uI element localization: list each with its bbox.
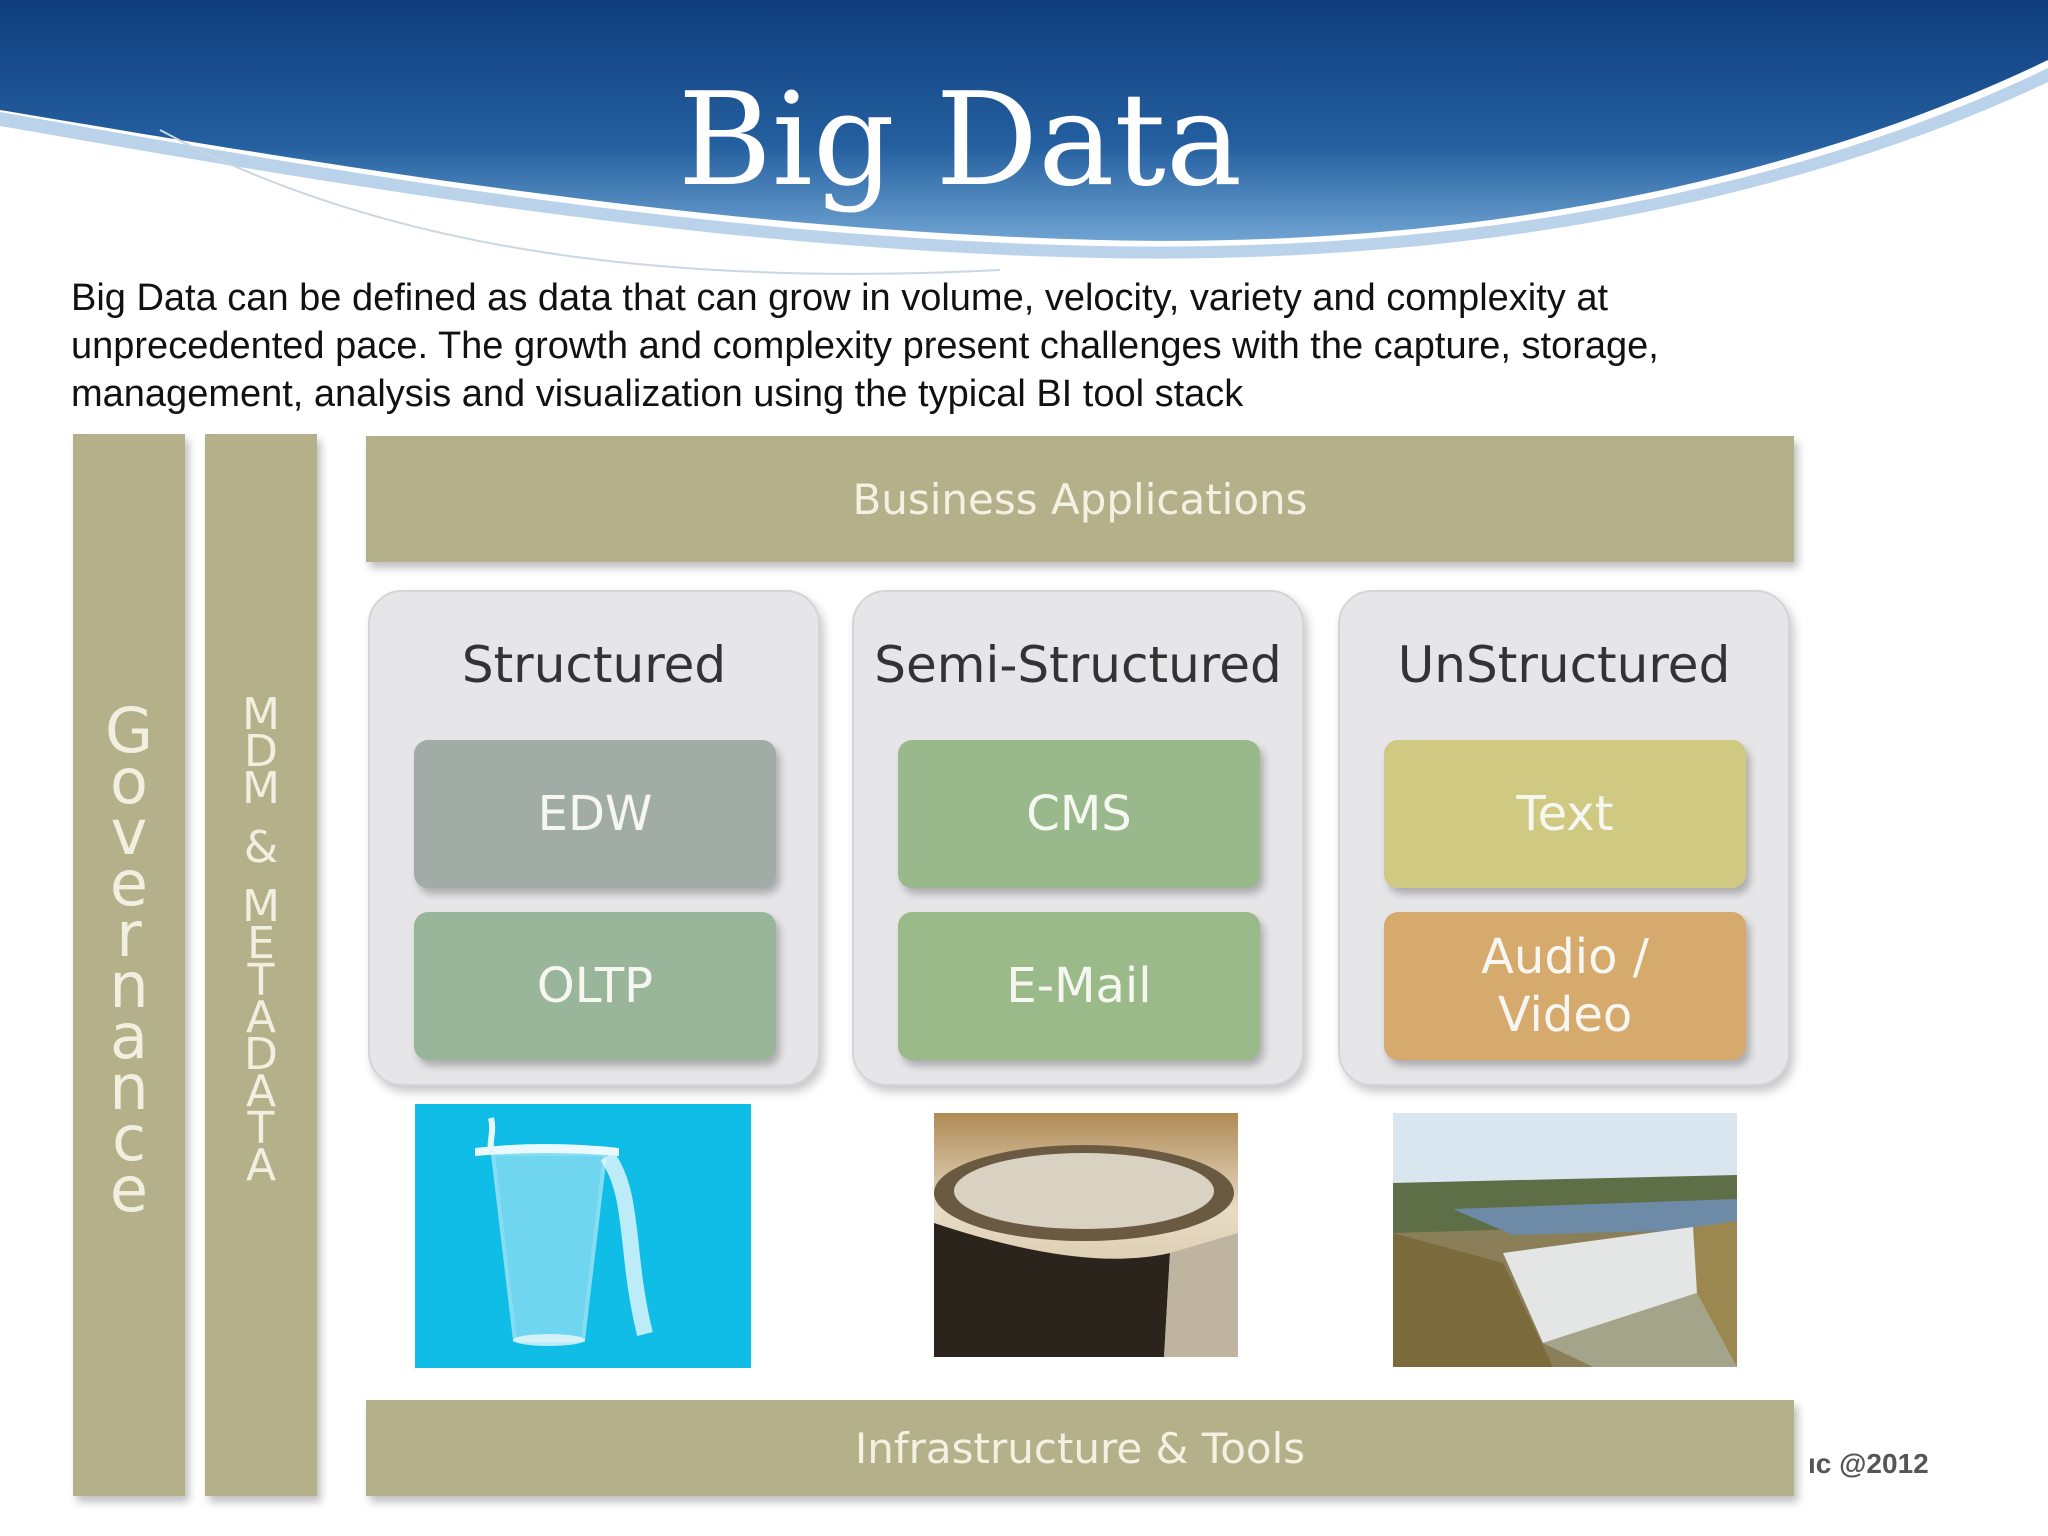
- category-title-semi-structured: Semi-Structured: [874, 636, 1282, 694]
- header-wave-banner: [0, 0, 2048, 275]
- tile-email: E-Mail: [898, 912, 1260, 1060]
- tile-edw: EDW: [414, 740, 776, 888]
- infrastructure-tools-bar: Infrastructure & Tools: [366, 1400, 1794, 1496]
- tile-oltp: OLTP: [414, 912, 776, 1060]
- glass-of-water-icon: [415, 1104, 751, 1368]
- tile-cms: CMS: [898, 740, 1260, 888]
- business-applications-bar: Business Applications: [366, 436, 1794, 562]
- copyright-text: ıc @2012: [1808, 1448, 1929, 1479]
- category-title-unstructured: UnStructured: [1397, 636, 1731, 694]
- tile-audio-video: Audio / Video: [1384, 912, 1746, 1060]
- intro-paragraph: Big Data can be defined as data that can…: [71, 277, 1659, 415]
- dam-reservoir-icon: [1393, 1113, 1737, 1367]
- governance-label: G o v e r n a n c e: [104, 694, 154, 1226]
- business-applications-label: Business Applications: [852, 474, 1308, 524]
- water-tank-icon: [934, 1113, 1238, 1357]
- category-title-structured: Structured: [461, 636, 727, 694]
- infrastructure-tools-label: Infrastructure & Tools: [854, 1423, 1306, 1473]
- mdm-metadata-label: M D M & M E T A D A T A: [242, 689, 280, 1191]
- mdm-metadata-column: M D M & M E T A D A T A: [205, 434, 317, 1496]
- slide-title: Big Data: [677, 66, 1243, 215]
- governance-column: G o v e r n a n c e: [73, 434, 185, 1496]
- tile-text: Text: [1384, 740, 1746, 888]
